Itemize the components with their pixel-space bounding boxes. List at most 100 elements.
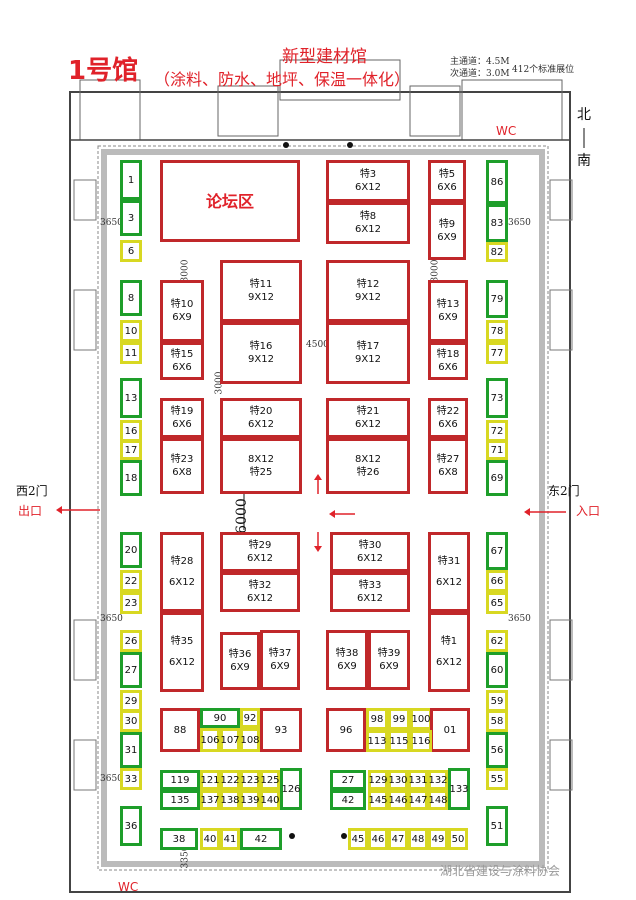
booth-30[interactable]: 30 xyxy=(120,710,142,732)
booth-60[interactable]: 60 xyxy=(486,652,508,688)
booth-67[interactable]: 67 xyxy=(486,532,508,570)
booth-42[interactable]: 42 xyxy=(330,790,366,810)
booth-27[interactable]: 27 xyxy=(120,652,142,688)
booth-139[interactable]: 139 xyxy=(240,790,260,810)
booth-113[interactable]: 113 xyxy=(366,730,388,752)
booth-86[interactable]: 86 xyxy=(486,160,508,204)
booth-121[interactable]: 121 xyxy=(200,770,220,790)
booth-148[interactable]: 148 xyxy=(428,790,448,810)
booth-26[interactable]: 26 xyxy=(120,630,142,652)
booth-133[interactable]: 133 xyxy=(448,768,470,810)
booth-145[interactable]: 145 xyxy=(368,790,388,810)
booth-107[interactable]: 107 xyxy=(220,728,240,752)
booth-55[interactable]: 55 xyxy=(486,768,508,790)
booth-20[interactable]: 20 xyxy=(120,532,142,568)
booth-56[interactable]: 56 xyxy=(486,732,508,768)
booth-62[interactable]: 62 xyxy=(486,630,508,652)
booth-11[interactable]: 11 xyxy=(120,342,142,364)
booth-79[interactable]: 79 xyxy=(486,280,508,318)
booth-96[interactable]: 96 xyxy=(326,708,366,752)
booth-123[interactable]: 123 xyxy=(240,770,260,790)
booth-36[interactable]: 36 xyxy=(120,806,142,846)
booth-41[interactable]: 41 xyxy=(220,828,240,850)
booth-73[interactable]: 73 xyxy=(486,378,508,418)
booth-31[interactable]: 31 xyxy=(120,732,142,768)
booth-119[interactable]: 119 xyxy=(160,770,200,790)
booth-72[interactable]: 72 xyxy=(486,420,508,442)
booth-66[interactable]: 66 xyxy=(486,570,508,592)
booth-129[interactable]: 129 xyxy=(368,770,388,790)
booth-65[interactable]: 65 xyxy=(486,592,508,614)
booth-126[interactable]: 126 xyxy=(280,768,302,810)
booth-47[interactable]: 47 xyxy=(388,828,408,850)
booth-50[interactable]: 50 xyxy=(448,828,468,850)
forum-area[interactable]: 论坛区 xyxy=(160,160,300,242)
booth-45[interactable]: 45 xyxy=(348,828,368,850)
booth-77[interactable]: 77 xyxy=(486,342,508,364)
booth-10[interactable]: 10 xyxy=(120,320,142,342)
booth-40[interactable]: 40 xyxy=(200,828,220,850)
booth-98[interactable]: 98 xyxy=(366,708,388,730)
booth-38[interactable]: 38 xyxy=(160,828,198,850)
booth-42b[interactable]: 42 xyxy=(240,828,282,850)
booth-90[interactable]: 90 xyxy=(200,708,240,728)
booth-83[interactable]: 83 xyxy=(486,204,508,242)
booth-3[interactable]: 3 xyxy=(120,200,142,236)
booth-71[interactable]: 71 xyxy=(486,440,508,460)
booth-18[interactable]: 18 xyxy=(120,460,142,496)
booth-122[interactable]: 122 xyxy=(220,770,240,790)
booth-88[interactable]: 88 xyxy=(160,708,200,752)
booth-69[interactable]: 69 xyxy=(486,460,508,496)
booth-59[interactable]: 59 xyxy=(486,690,508,712)
booth-29[interactable]: 29 xyxy=(120,690,142,712)
booth-137[interactable]: 137 xyxy=(200,790,220,810)
booth-22[interactable]: 22 xyxy=(120,570,142,592)
booth-92[interactable]: 92 xyxy=(240,708,260,728)
booth-101[interactable]: 01 xyxy=(430,708,470,752)
booth-130[interactable]: 130 xyxy=(388,770,408,790)
booth-1[interactable]: 1 xyxy=(120,160,142,200)
booth-23[interactable]: 23 xyxy=(120,592,142,614)
booth-17[interactable]: 17 xyxy=(120,440,142,460)
booth-125[interactable]: 125 xyxy=(260,770,280,790)
booth-147[interactable]: 147 xyxy=(408,790,428,810)
booth-82[interactable]: 82 xyxy=(486,242,508,262)
booth-135[interactable]: 135 xyxy=(160,790,200,810)
booth-131[interactable]: 131 xyxy=(408,770,428,790)
booth-6[interactable]: 6 xyxy=(120,240,142,262)
booth-99[interactable]: 99 xyxy=(388,708,410,730)
booth-49[interactable]: 49 xyxy=(428,828,448,850)
booth-33[interactable]: 33 xyxy=(120,768,142,790)
booth-116[interactable]: 116 xyxy=(410,730,432,752)
booth-106[interactable]: 106 xyxy=(200,728,220,752)
booth-51[interactable]: 51 xyxy=(486,806,508,846)
booth-146[interactable]: 146 xyxy=(388,790,408,810)
